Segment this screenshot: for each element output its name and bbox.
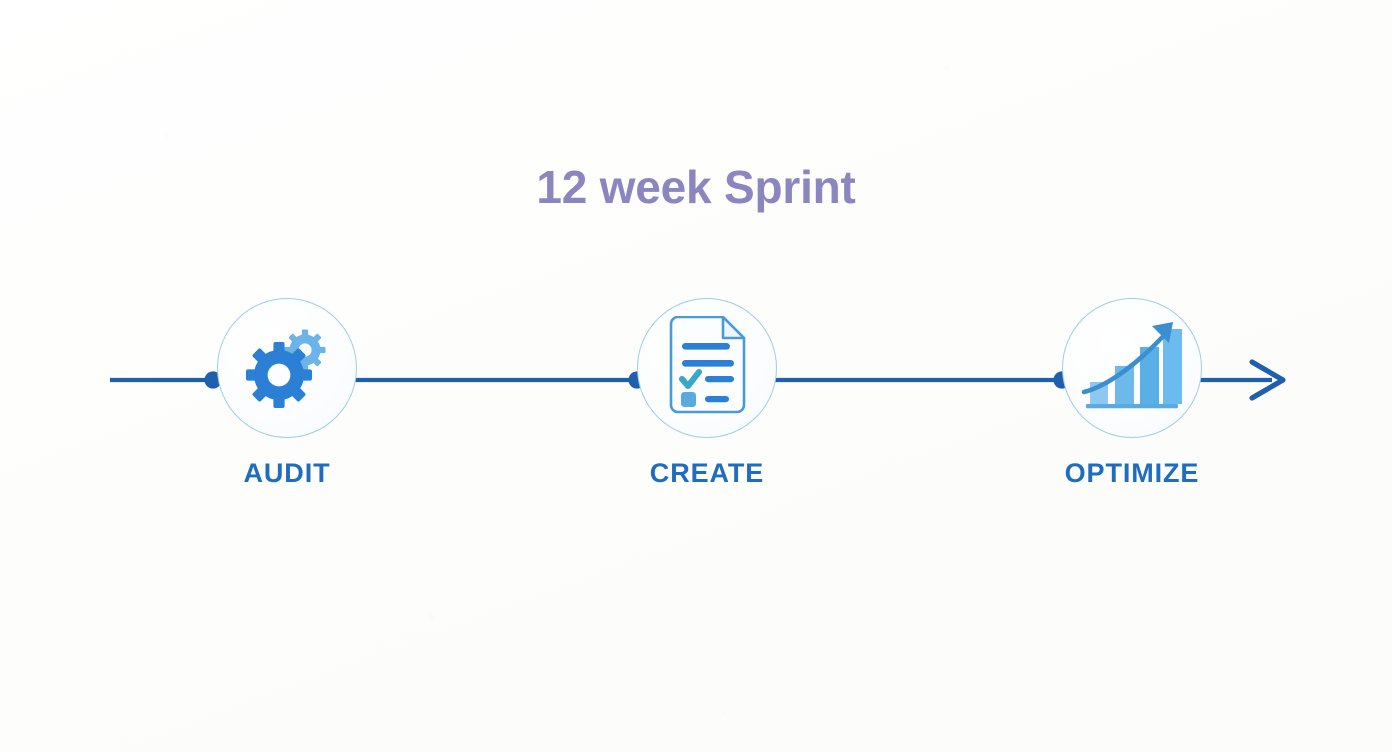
chart-baseline (1086, 404, 1178, 409)
doc-line-4 (705, 396, 729, 403)
step-audit[interactable]: AUDIT (217, 298, 359, 488)
gears-icon (217, 298, 357, 438)
step-optimize[interactable]: OPTIMIZE (1062, 298, 1204, 488)
document-fold (721, 316, 746, 340)
step-label-audit: AUDIT (243, 458, 331, 488)
chart-bar-4 (1163, 329, 1182, 404)
step-label-optimize: OPTIMIZE (1064, 458, 1200, 488)
growth-bar-chart-icon (1062, 298, 1202, 438)
step-create[interactable]: CREATE (637, 298, 779, 488)
step-label-create: CREATE (649, 458, 765, 488)
doc-line-2 (682, 360, 734, 367)
doc-line-1 (682, 343, 730, 350)
document-checklist-icon (637, 298, 777, 438)
doc-line-3 (705, 376, 734, 383)
doc-checkbox (681, 392, 696, 407)
